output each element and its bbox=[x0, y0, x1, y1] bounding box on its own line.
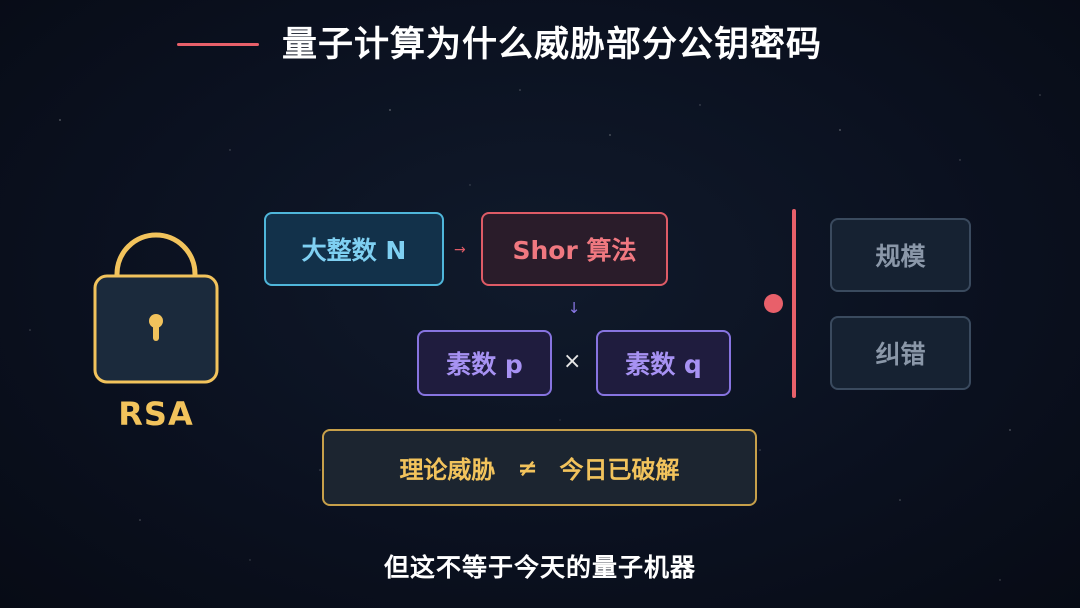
multiply-icon: × bbox=[563, 349, 582, 374]
scale-label: 规模 bbox=[875, 242, 926, 271]
subtitle-caption: 但这不等于今天的量子机器 bbox=[383, 553, 696, 582]
arrow-down-icon: ↓ bbox=[567, 299, 581, 317]
large-integer-box: 大整数 N bbox=[264, 212, 444, 286]
error-correction-box: 纠错 bbox=[830, 316, 971, 390]
divider-bar bbox=[792, 209, 796, 398]
large-integer-label: 大整数 N bbox=[301, 236, 407, 265]
title-accent-line bbox=[177, 43, 259, 46]
padlock-icon bbox=[93, 232, 219, 384]
error-correction-label: 纠错 bbox=[875, 340, 926, 369]
arrow-right-icon: → bbox=[454, 242, 466, 258]
broken-today-label: 今日已破解 bbox=[559, 456, 680, 484]
prime-p-box: 素数 p bbox=[417, 330, 552, 396]
prime-p-label: 素数 p bbox=[446, 350, 523, 379]
marker-dot bbox=[764, 294, 783, 313]
prime-q-box: 素数 q bbox=[596, 330, 731, 396]
scale-box: 规模 bbox=[830, 218, 971, 292]
prime-q-label: 素数 q bbox=[625, 350, 702, 379]
theoretical-threat-label: 理论威胁 bbox=[399, 456, 496, 484]
shor-algorithm-box: Shor 算法 bbox=[481, 212, 668, 286]
shor-algorithm-label: Shor 算法 bbox=[512, 236, 637, 265]
page-title: 量子计算为什么威胁部分公钥密码 bbox=[282, 25, 823, 65]
rsa-label: RSA bbox=[118, 395, 194, 433]
not-equal-icon: ≠ bbox=[517, 453, 538, 482]
conclusion-box: 理论威胁 ≠ 今日已破解 bbox=[322, 429, 757, 506]
